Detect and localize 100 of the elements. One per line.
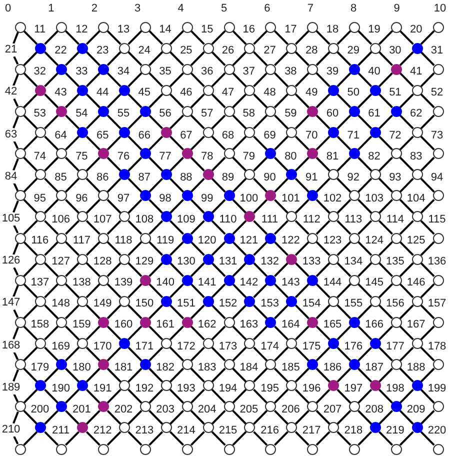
lattice-node [432,22,444,32]
node-label: 20 [410,24,422,36]
lattice-node [202,84,214,96]
lattice-node [35,296,46,307]
lattice-node [14,232,26,244]
node-label: 89 [222,172,234,184]
column-number: 7 [307,4,314,14]
lattice-node [265,359,276,370]
lattice-node [244,422,256,434]
lattice-node [265,106,276,117]
node-label: 125 [406,236,426,246]
lattice-node [77,127,88,138]
lattice-node [160,169,172,180]
lattice-node [140,274,151,286]
node-label: 128 [93,256,112,268]
node-label: 66 [138,130,151,141]
lattice-node [265,232,276,244]
node-label: 88 [180,172,192,184]
node-label: 177 [386,341,404,352]
node-label: 47 [222,88,234,99]
row-number: 42 [4,86,18,99]
lattice-node [244,211,256,222]
node-label: 94 [430,172,444,184]
node-label: 11 [34,24,46,36]
lattice-node [14,64,26,75]
lattice-node [14,359,26,370]
lattice-node [98,316,110,328]
node-label: 188 [406,362,426,374]
lattice-node [98,148,110,160]
node-label: 58 [242,108,256,120]
node-label: 138 [72,278,91,289]
node-label: 61 [368,108,380,120]
lattice-node [98,444,110,454]
lattice-node [224,274,234,286]
lattice-node [202,211,214,222]
lattice-node [160,127,172,138]
lattice-node [35,127,46,138]
node-label: 171 [135,341,154,352]
node-label: 109 [177,214,196,226]
lattice-node [244,169,256,180]
node-label: 106 [52,214,70,226]
node-label: 142 [240,278,258,289]
lattice-node [307,106,318,117]
lattice-node [119,211,130,222]
lattice-node [119,296,130,307]
lattice-node [140,22,151,32]
node-label: 135 [386,256,404,268]
node-label: 60 [326,108,339,120]
node-label: 83 [410,151,422,162]
node-label: 166 [365,320,384,331]
node-label: 74 [34,151,46,162]
node-label: 153 [260,298,279,310]
lattice-node [265,274,276,286]
node-label: 220 [428,425,446,436]
lattice-node [307,316,318,328]
lattice-node [224,64,234,75]
lattice-node [224,106,234,117]
node-label: 157 [428,298,446,310]
lattice-node [432,232,444,244]
node-label: 196 [302,383,321,394]
node-label: 194 [218,383,238,394]
node-label: 40 [368,66,380,78]
node-label: 73 [430,130,444,141]
node-label: 155 [344,298,363,310]
lattice-node [202,169,214,180]
node-label: 91 [305,172,318,184]
node-label: 204 [198,404,216,416]
lattice-node [370,127,381,138]
lattice-node [244,42,256,54]
lattice-node [119,422,130,434]
node-label: 45 [138,88,151,99]
lattice-node [182,148,193,160]
node-label: 48 [264,88,276,99]
node-label: 41 [410,66,422,78]
lattice-node [160,42,172,54]
node-label: 207 [323,404,342,416]
node-label: 51 [389,88,402,99]
node-label: 79 [242,151,256,162]
lattice-node [348,232,360,244]
lattice-node [77,338,88,349]
lattice-node [35,338,46,349]
lattice-node [286,84,298,96]
lattice-node [14,106,26,117]
node-label: 62 [410,108,422,120]
lattice-node [77,296,88,307]
lattice-node [98,359,110,370]
node-label: 148 [52,298,70,310]
node-label: 111 [261,214,278,226]
lattice-node [286,380,298,392]
lattice-node [432,148,444,160]
lattice-node [35,169,46,180]
lattice-node [98,64,110,75]
lattice-node [160,211,172,222]
lattice-node [370,422,381,434]
lattice-node [119,380,130,392]
node-label: 156 [386,298,404,310]
node-label: 107 [93,214,112,226]
lattice-node [244,84,256,96]
lattice-node [56,359,68,370]
node-label: 217 [302,425,321,436]
